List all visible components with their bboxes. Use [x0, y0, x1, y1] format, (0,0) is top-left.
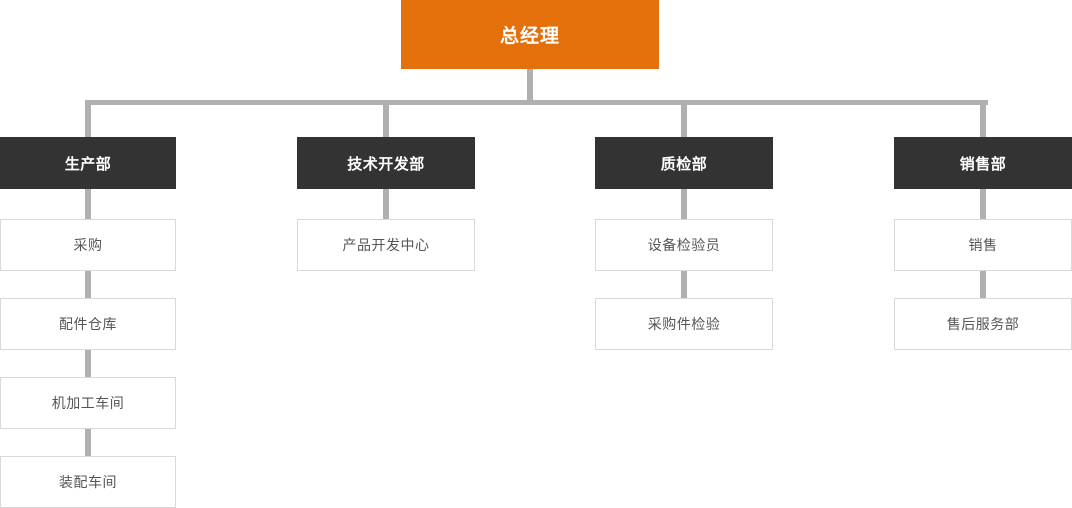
node-department-1-child-4[interactable]: 装配车间: [0, 456, 176, 508]
node-general-manager-label: 总经理: [499, 26, 560, 47]
connector-root-drop: [527, 69, 533, 105]
node-general-manager[interactable]: 总经理: [401, 0, 659, 69]
connector-horizontal-bus: [85, 100, 988, 105]
node-department-4-child-2[interactable]: 售后服务部: [894, 298, 1072, 350]
node-department-2-label: 技术开发部: [347, 155, 425, 173]
node-department-1-child-3-label: 机加工车间: [51, 395, 125, 411]
connector-dept3-child1-to-child2: [681, 271, 687, 298]
connector-dept4-child1-to-child2: [980, 271, 986, 298]
connector-dept1-child3-to-child4: [85, 429, 91, 456]
node-department-4-label: 销售部: [959, 155, 1007, 173]
node-department-1-child-1[interactable]: 采购: [0, 219, 176, 271]
connector-dept1-child1-to-child2: [85, 271, 91, 298]
node-department-3-child-2-label: 采购件检验: [647, 316, 721, 332]
connector-dept2-to-child1: [383, 189, 389, 219]
node-department-3[interactable]: 质检部: [595, 137, 773, 189]
node-department-1-label: 生产部: [64, 155, 112, 173]
node-department-1-child-3[interactable]: 机加工车间: [0, 377, 176, 429]
node-department-4-child-1-label: 销售: [968, 237, 998, 253]
node-department-1-child-1-label: 采购: [73, 237, 103, 253]
connector-dept3-to-child1: [681, 189, 687, 219]
node-department-1-child-2[interactable]: 配件仓库: [0, 298, 176, 350]
node-department-3-child-2[interactable]: 采购件检验: [595, 298, 773, 350]
node-department-2-child-1[interactable]: 产品开发中心: [297, 219, 475, 271]
node-department-1-child-4-label: 装配车间: [59, 474, 117, 490]
node-department-4[interactable]: 销售部: [894, 137, 1072, 189]
connector-dept1-child2-to-child3: [85, 350, 91, 377]
node-department-3-child-1[interactable]: 设备检验员: [595, 219, 773, 271]
node-department-1-child-2-label: 配件仓库: [59, 316, 117, 332]
connector-bus-to-department-3: [681, 100, 687, 137]
node-department-4-child-1[interactable]: 销售: [894, 219, 1072, 271]
node-department-3-label: 质检部: [660, 155, 708, 173]
node-department-1[interactable]: 生产部: [0, 137, 176, 189]
connector-dept4-to-child1: [980, 189, 986, 219]
connector-bus-to-department-4: [980, 100, 986, 137]
node-department-4-child-2-label: 售后服务部: [946, 316, 1020, 332]
node-department-2[interactable]: 技术开发部: [297, 137, 475, 189]
node-department-2-child-1-label: 产品开发中心: [342, 237, 430, 253]
connector-bus-to-department-2: [383, 100, 389, 137]
connector-dept1-to-child1: [85, 189, 91, 219]
node-department-3-child-1-label: 设备检验员: [647, 237, 721, 253]
connector-bus-to-department-1: [85, 100, 91, 137]
